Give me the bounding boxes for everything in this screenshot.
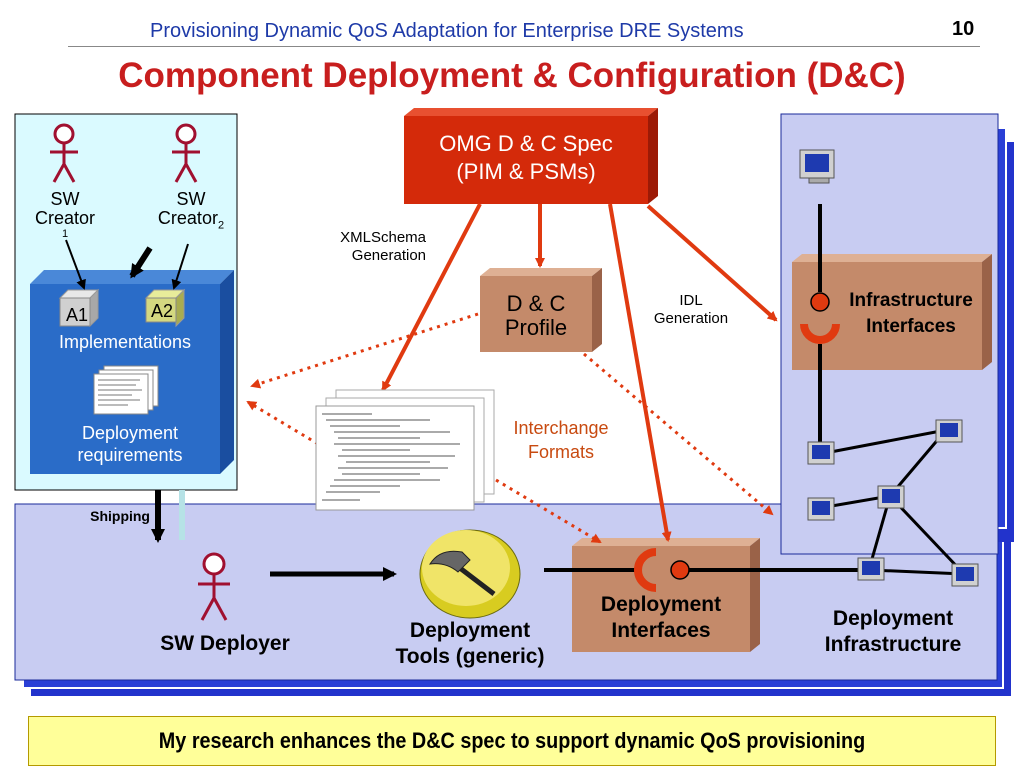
page-number: 10 [952,18,975,40]
dotted-profile-to-impl [250,312,479,389]
slide-subtitle: Provisioning Dynamic QoS Adaptation for … [150,20,744,42]
arrow-creator1 [65,239,86,290]
slide-title: Component Deployment & Configuration (D&… [118,56,906,95]
spec-box [404,116,648,204]
arrow-creator2 [171,243,189,290]
deployment-infrastructure-label: Deployment Infrastructure [824,607,962,656]
infra-port-icon [810,292,830,312]
a2-cube [145,297,177,323]
idl-generation-label: IDL Generation [653,292,729,327]
interchange-formats-label: Interchange Formats [513,418,609,462]
deployer-figure [198,552,230,621]
a1-cube [59,297,91,327]
infra-interfaces-label: Infrastructure Interfaces [849,290,973,337]
computer-icon-2 [935,419,963,443]
profile-box [480,276,592,352]
infra-socket-icon [800,323,840,344]
creator1-figure [50,123,78,183]
requirements-doc [93,373,149,415]
impl-box-side [220,270,234,474]
socket-icon [634,548,657,592]
computer-icon-5 [857,557,885,581]
computer-icon-6 [951,563,979,587]
footer-banner: My research enhances the D&C spec to sup… [28,716,996,766]
computer-icon-1 [807,441,835,465]
profile-label: D & C Profile [504,291,568,340]
deployment-tools-label: Deployment Tools (generic) [395,619,545,668]
arrow-spec-to-infra-interfaces [646,204,778,322]
port-icon [670,560,690,580]
deployment-interfaces-label: Deployment Interfaces [600,593,722,642]
shipping-label: Shipping [90,508,150,524]
creator2-figure [172,123,200,183]
xmlschema-generation-label: XMLSchema Generation [340,229,426,264]
infra-interfaces-box [792,262,982,370]
footer-text: My research enhances the D&C spec to sup… [158,728,866,753]
arrow-spec-to-xml [381,203,482,392]
dotted-profile-to-infra [583,352,774,516]
creator1-label: SW Creator 1 [34,189,96,241]
spec-box-label: OMG D & C Spec (PIM & PSMs) [439,131,613,184]
creator2-label: SW Creator2 [157,189,225,232]
interchange-doc [315,405,475,511]
computer-icon-4 [807,497,835,521]
arrow-spec-to-deploy-interfaces [608,203,672,542]
arrow-creator-bold [129,246,153,279]
deploy-interfaces-box [572,546,750,652]
header-divider [68,46,980,47]
deployment-requirements-label: Deployment requirements [77,423,183,465]
dotted-formats-to-impl [246,400,319,446]
a1-label: A1 [65,305,89,325]
computer-icon-top [799,149,835,184]
implementations-label: Implementations [58,332,192,352]
a2-label: A2 [150,301,174,321]
computer-icon-3 [877,485,905,509]
sw-deployer-label: SW Deployer [160,632,290,655]
